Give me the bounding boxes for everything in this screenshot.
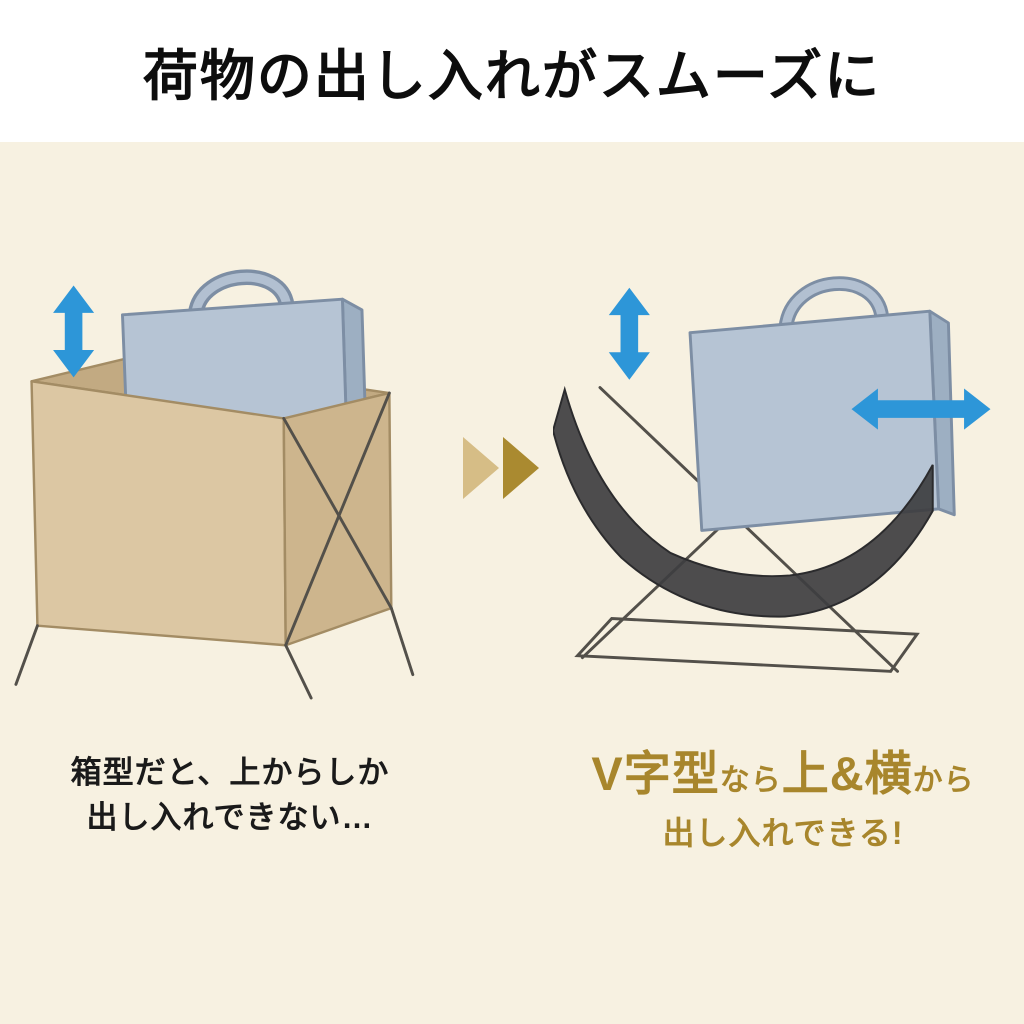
wire-leg	[389, 606, 415, 677]
briefcase-handle	[781, 279, 887, 332]
wire-diagonal	[282, 416, 393, 610]
v-type-caption-line1: V字型なら上&横から	[591, 746, 974, 802]
wire-base	[574, 617, 920, 673]
box-type-panel: 箱型だと、上からしか 出し入れできない…	[7, 264, 453, 841]
caption-segment-large: 上&横	[781, 747, 913, 800]
vertical-double-arrow-icon	[53, 285, 95, 378]
box-type-caption-line1: 箱型だと、上からしか	[70, 755, 390, 790]
briefcase-graphic	[688, 276, 956, 532]
v-sling-graphic	[553, 385, 934, 618]
comparison-panels: 箱型だと、上からしか 出し入れできない…	[0, 142, 1024, 854]
caption-segment-small: から	[912, 764, 975, 797]
double-right-triangles-icon	[463, 437, 539, 499]
header-banner: 荷物の出し入れがスムーズに	[0, 0, 1024, 142]
vertical-double-arrow-icon	[608, 287, 650, 380]
v-type-panel: V字型なら上&横から 出し入れできる!	[549, 264, 1017, 854]
transition-arrows	[459, 436, 543, 500]
wire-diagonal	[598, 386, 899, 673]
right-triangle-light	[463, 437, 499, 499]
wire-leg	[284, 643, 313, 700]
caption-segment-large: V字型	[591, 747, 720, 800]
right-triangle-dark	[503, 437, 539, 499]
page-title: 荷物の出し入れがスムーズに	[142, 45, 882, 107]
comparison-area: 箱型だと、上からしか 出し入れできない…	[0, 142, 1024, 1024]
briefcase-handle	[191, 272, 292, 318]
caption-segment-small: なら	[719, 764, 782, 797]
briefcase-front-face	[688, 309, 941, 532]
box-type-illustration	[14, 269, 415, 700]
v-type-illustration	[553, 276, 991, 673]
wire-x-frame	[14, 391, 415, 700]
horizontal-double-arrow-icon	[851, 388, 991, 430]
box-type-caption: 箱型だと、上からしか 出し入れできない…	[71, 751, 390, 841]
v-type-caption: V字型なら上&横から 出し入れできる!	[591, 746, 974, 854]
wire-diagonal	[284, 391, 391, 647]
wire-leg	[14, 624, 39, 686]
box-front-face	[30, 380, 287, 647]
box-type-caption-line2: 出し入れできない…	[86, 799, 374, 835]
v-type-caption-line2: 出し入れできる!	[662, 815, 904, 852]
